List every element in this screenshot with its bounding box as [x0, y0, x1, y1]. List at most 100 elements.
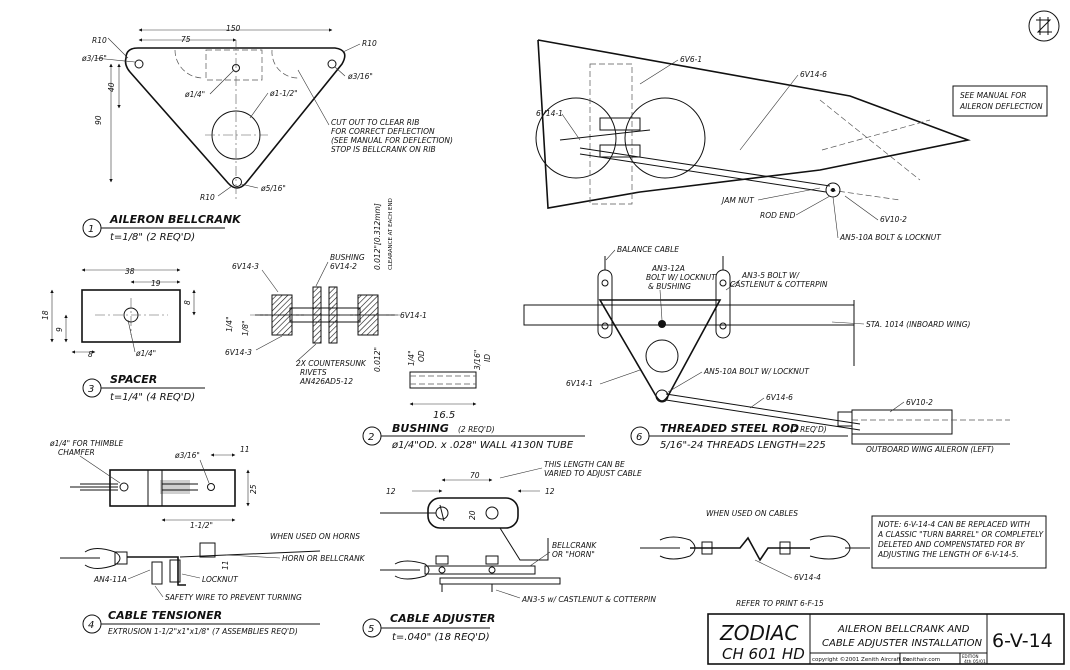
an3-12a-bushing: & BUSHING	[648, 282, 691, 291]
safety-wire-label: SAFETY WIRE TO PREVENT TURNING	[165, 593, 302, 602]
drawing-title-1: AILERON BELLCRANK AND	[837, 624, 970, 635]
edition-label: EDITION	[962, 654, 979, 659]
cable-tensioner-subtitle: EXTRUSION 1-1/2"x1"x1/8" (7 ASSEMBLIES R…	[108, 627, 298, 636]
view-5-number: 5	[368, 624, 374, 635]
dim-75: 75	[181, 35, 191, 44]
balance-cable: BALANCE CABLE	[617, 245, 679, 254]
edition: 4th 05/01	[964, 659, 986, 665]
adjuster-an3-5: AN3-5 w/ CASTLENUT & COTTERPIN	[521, 595, 656, 604]
part-6v14-3-bottom: 6V14-3	[225, 348, 252, 357]
horn-or-bellcrank: HORN OR BELLCRANK	[282, 554, 366, 563]
hole-14: ø1/4"	[184, 90, 205, 99]
an3-12a-bolt: BOLT W/ LOCKNUT	[646, 273, 717, 282]
hole-516: ø5/16"	[260, 184, 286, 193]
spacer-subtitle: t=1/4" (4 REQ'D)	[110, 392, 195, 403]
tensioner-hole-316: ø3/16"	[174, 451, 200, 460]
bushing-od-sub: OD	[417, 350, 426, 362]
adjuster-horn: OR "HORN"	[552, 550, 595, 559]
copyright: copyright ©2001 Zenith Aircraft Co.	[812, 656, 912, 663]
rivets-label-1: 2X COUNTERSUNK	[296, 359, 367, 368]
bushing-label: BUSHING	[330, 253, 365, 262]
dim-1-4: 1/4"	[225, 316, 234, 332]
spacer-dim-8-right: 8	[183, 300, 192, 305]
overview-6v6-1: 6V6-1	[680, 55, 702, 64]
tensioner-dim-25: 25	[249, 484, 258, 494]
overview-6v14-1: 6V14-1	[536, 109, 563, 118]
bushing-id-sub: ID	[483, 354, 492, 362]
spacer-title: SPACER	[110, 373, 157, 386]
tensioner-dim-11: 11	[240, 445, 250, 454]
adjuster-bellcrank: BELLCRANK	[552, 541, 597, 550]
adjuster-dim-12-left: 12	[386, 487, 396, 496]
an4-11a-label: AN4-11A	[93, 575, 127, 584]
aileron-bellcrank-subtitle: t=1/8" (2 REQ'D)	[110, 232, 195, 243]
adjuster-note-1: THIS LENGTH CAN BE	[544, 460, 625, 469]
rod-6v14-1: 6V14-1	[566, 379, 593, 388]
threaded-rod-req: (2 REQ'D)	[790, 425, 827, 434]
spacer-dim-8-bottom: 8	[88, 350, 93, 359]
outboard-aileron: OUTBOARD WING AILERON (LEFT)	[866, 445, 994, 454]
bushing-id: 3/16"	[473, 350, 482, 370]
aileron-bellcrank-view: 150 75 90 40 R10 ø3/16" R10 ø3/16" ø1/4"…	[81, 24, 453, 243]
rod-6v10-2: 6V10-2	[906, 398, 933, 407]
when-used-on-horns: WHEN USED ON HORNS	[270, 532, 360, 541]
cable-note-3: DELETED AND COMPENSTATED FOR BY	[878, 540, 1026, 549]
rod-an5-10a: AN5-10A BOLT W/ LOCKNUT	[703, 367, 810, 376]
dim-90: 90	[94, 115, 103, 125]
model-name: CH 601 HD	[722, 645, 805, 663]
part-6v14-1: 6V14-1	[400, 311, 427, 320]
bushing-dim-length: 16.5	[433, 410, 455, 421]
r10-bottom: R10	[200, 193, 215, 202]
overview-an5-10a: AN5-10A BOLT & LOCKNUT	[839, 233, 942, 242]
locknut-label: LOCKNUT	[202, 575, 239, 584]
bushing-title: BUSHING	[392, 422, 449, 435]
thimble-label-1: ø1/4" FOR THIMBLE	[49, 439, 124, 448]
overview-rod-end: ROD END	[760, 211, 796, 220]
tensioner-dim-11-b: 11	[221, 560, 230, 570]
see-manual-1: SEE MANUAL FOR	[960, 91, 1026, 100]
threaded-rod-subtitle: 5/16"-24 THREADS LENGTH=225	[660, 440, 826, 451]
bushing-subtitle: ø1/4"OD. x .028" WALL 4130N TUBE	[391, 440, 574, 451]
spacer-dim-18: 18	[41, 310, 50, 320]
cable-adjuster-subtitle: t=.040" (18 REQ'D)	[392, 632, 490, 643]
see-manual-2: AILERON DEFLECTION	[959, 102, 1043, 111]
view-6-number: 6	[636, 432, 642, 443]
cutout-note-1: CUT OUT TO CLEAR RIB	[331, 118, 419, 127]
threaded-rod-view: BALANCE CABLE AN3-12A BOLT W/ LOCKNUT & …	[523, 245, 1010, 454]
overview-assembly-view: 6V6-1 6V14-6 6V14-1 JAM NUT ROD END 6V10…	[535, 39, 1048, 242]
view-1-number: 1	[88, 224, 94, 235]
adjuster-dim-70: 70	[470, 471, 480, 480]
thimble-label-2: CHAMFER	[58, 448, 95, 457]
an3-12a: AN3-12A	[651, 264, 685, 273]
title-block: ZODIAC CH 601 HD AILERON BELLCRANK AND C…	[707, 613, 1065, 665]
an3-5-bolt: AN3-5 BOLT W/	[741, 271, 800, 280]
adjuster-dim-12-right: 12	[545, 487, 555, 496]
print-number: 6-V-14	[992, 630, 1053, 652]
spacer-dim-19: 19	[151, 279, 161, 288]
cable-adjuster-title: CABLE ADJUSTER	[390, 612, 495, 625]
clearance-value: 0.012"[0.312mm]	[373, 203, 382, 270]
an3-5-castlenut: CASTLENUT & COTTERPIN	[730, 280, 828, 289]
zenith-logo-icon	[1028, 10, 1060, 42]
dim-40: 40	[107, 82, 116, 92]
view-4-number: 4	[88, 620, 94, 631]
cutout-note-2: FOR CORRECT DEFLECTION	[331, 127, 435, 136]
when-used-on-cables: WHEN USED ON CABLES	[706, 509, 798, 518]
brand-name: ZODIAC	[719, 621, 798, 645]
hole-316-left: ø3/16"	[81, 54, 107, 63]
adjuster-note-2: VARIED TO ADJUST CABLE	[544, 469, 642, 478]
hole-316-right: ø3/16"	[347, 72, 373, 81]
clearance-note: CLEARANCE AT EACH END	[388, 198, 394, 270]
cutout-note-4: STOP IS BELLCRANK ON RIB	[331, 145, 436, 154]
cable-tensioner-view: 25 11 1-1/2" ø1/4" FOR THIMBLE CHAMFER ø…	[49, 439, 366, 636]
hole-1-1-2: ø1-1/2"	[269, 89, 298, 98]
view-2-number: 2	[368, 432, 374, 443]
rivets-label-2: RIVETS	[300, 368, 327, 377]
aileron-bellcrank-title: AILERON BELLCRANK	[109, 213, 242, 226]
cable-6v14-4: 6V14-4	[794, 573, 821, 582]
cable-tensioner-title: CABLE TENSIONER	[108, 609, 222, 622]
website: zenithair.com	[903, 657, 940, 663]
tensioner-dim-1-1-2: 1-1/2"	[190, 521, 213, 530]
